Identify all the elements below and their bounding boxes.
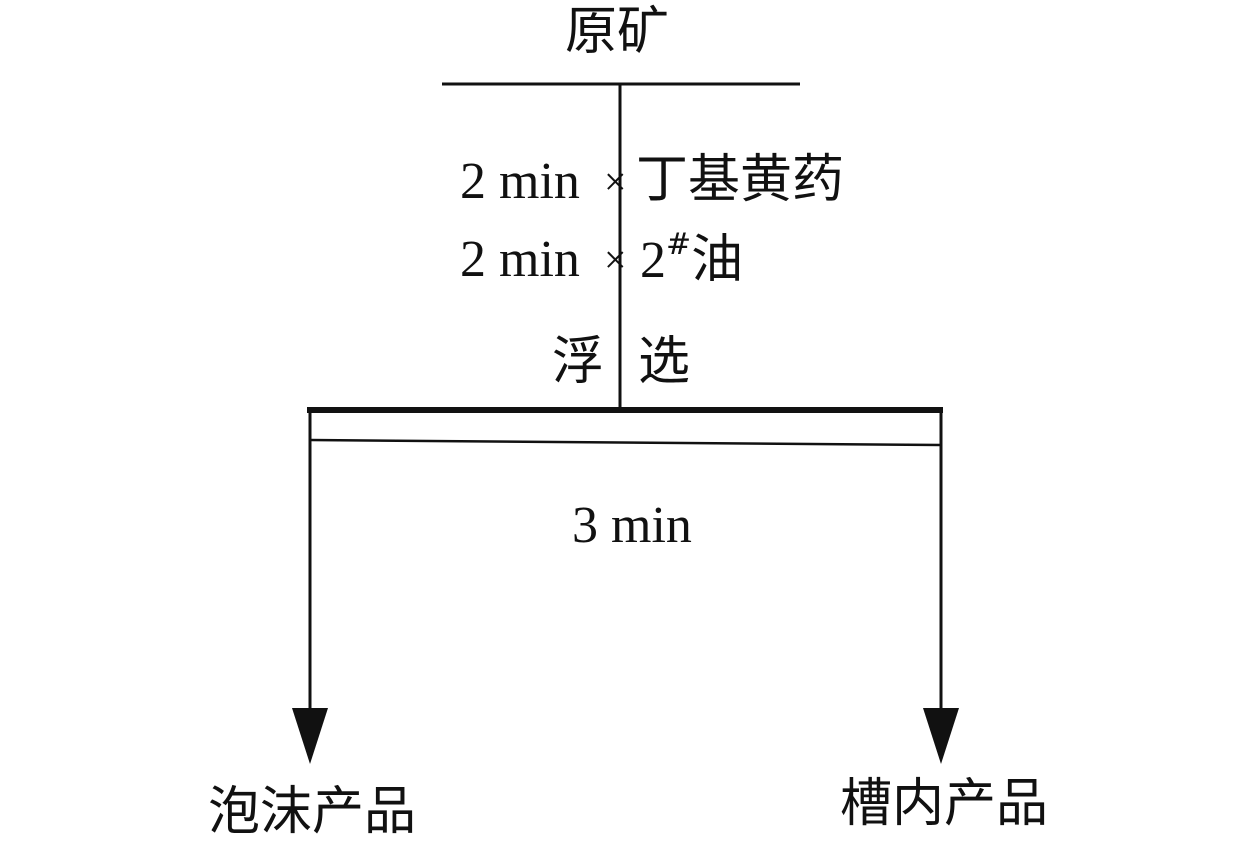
flotation-duration: 3 min [572, 497, 692, 554]
feed-label: 原矿 [565, 2, 670, 62]
tailing-arrowhead [923, 708, 959, 764]
reagent-1-time: 2 min [460, 153, 580, 210]
reagent-2-name-prefix: 2 [640, 232, 666, 289]
operation-label-right: 选 [638, 332, 691, 392]
reagent-2-times-sign: × [604, 237, 627, 282]
flotation-cell-bottom-line [309, 438, 942, 447]
reagent-1-times-sign: × [604, 159, 627, 204]
operation-label-left: 浮 [552, 332, 605, 392]
tailing-product-label: 槽内产品 [840, 774, 1049, 834]
froth-product-label: 泡沫产品 [208, 782, 417, 842]
reagent-2-name: 2#油 [640, 230, 743, 289]
reagent-1-name: 丁基黄药 [636, 150, 845, 210]
froth-arrowhead [292, 708, 328, 764]
reagent-2-time: 2 min [460, 231, 580, 288]
reagent-2-name-suffix: 油 [691, 230, 744, 290]
reagent-2-superscript: # [666, 227, 692, 262]
